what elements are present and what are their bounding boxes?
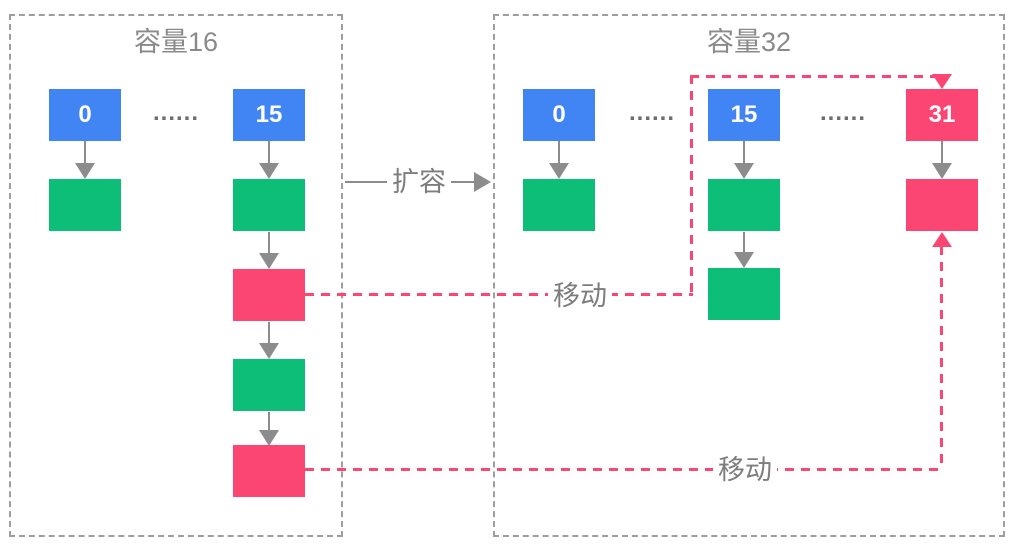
panel-capacity-32	[493, 14, 1005, 537]
chain-node-old-0-green	[49, 179, 121, 231]
arrow-line-new-31	[941, 141, 943, 163]
bucket-15-old: 15	[233, 89, 305, 141]
ellipsis-old: ......	[152, 99, 200, 126]
bucket-31-new: 31	[906, 89, 978, 141]
arrow-line-old-15-c	[268, 322, 270, 343]
move-path-2-vertical	[940, 246, 943, 470]
chain-node-new-0-green	[523, 179, 595, 231]
move-path-1-horizontal	[305, 293, 693, 296]
panel-capacity-16	[9, 14, 343, 537]
chain-node-new-15-green-2	[708, 268, 780, 320]
arrow-line-new-15-b	[743, 232, 745, 252]
chain-node-old-15-pink-2	[233, 445, 305, 497]
move-label-1: 移动	[548, 281, 612, 311]
arrow-head-old-15-a-icon	[259, 163, 279, 179]
bucket-15-new: 15	[708, 89, 780, 141]
move-label-2: 移动	[713, 455, 777, 485]
arrow-head-new-15-b-icon	[734, 252, 754, 268]
bucket-0-new: 0	[523, 89, 595, 141]
arrow-line-old-15-b	[268, 232, 270, 253]
chain-node-old-15-green-1	[233, 179, 305, 231]
arrow-line-new-15-a	[743, 141, 745, 163]
move-path-1-top	[690, 75, 942, 78]
panel-title-capacity-16: 容量16	[133, 27, 219, 57]
arrow-head-old-0-icon	[75, 163, 95, 179]
move-path-2-arrow-head-icon	[932, 232, 952, 247]
expand-arrow-head-icon	[474, 172, 491, 192]
move-path-1-arrow-head-icon	[932, 74, 952, 89]
chain-node-new-15-green-1	[708, 179, 780, 231]
move-path-2-horizontal	[305, 468, 942, 471]
arrow-head-new-15-a-icon	[734, 163, 754, 179]
bucket-0-old: 0	[49, 89, 121, 141]
arrow-line-old-0	[84, 141, 86, 163]
arrow-head-old-15-b-icon	[259, 253, 279, 269]
arrow-head-new-0-icon	[549, 163, 569, 179]
chain-node-new-31-pink	[906, 179, 978, 231]
chain-node-old-15-pink-1	[233, 269, 305, 321]
arrow-line-new-0	[558, 141, 560, 163]
arrow-line-old-15-d	[268, 412, 270, 430]
arrow-head-old-15-c-icon	[259, 343, 279, 359]
chain-node-old-15-green-2	[233, 359, 305, 411]
arrow-line-old-15-a	[268, 141, 270, 163]
ellipsis-new-2: ......	[819, 99, 867, 126]
arrow-head-old-15-d-icon	[259, 430, 279, 446]
arrow-head-new-31-icon	[932, 163, 952, 179]
panel-title-capacity-32: 容量32	[706, 27, 792, 57]
ellipsis-new-1: ......	[628, 99, 676, 126]
expand-label: 扩容	[387, 167, 451, 197]
move-path-1-vertical	[690, 75, 693, 296]
